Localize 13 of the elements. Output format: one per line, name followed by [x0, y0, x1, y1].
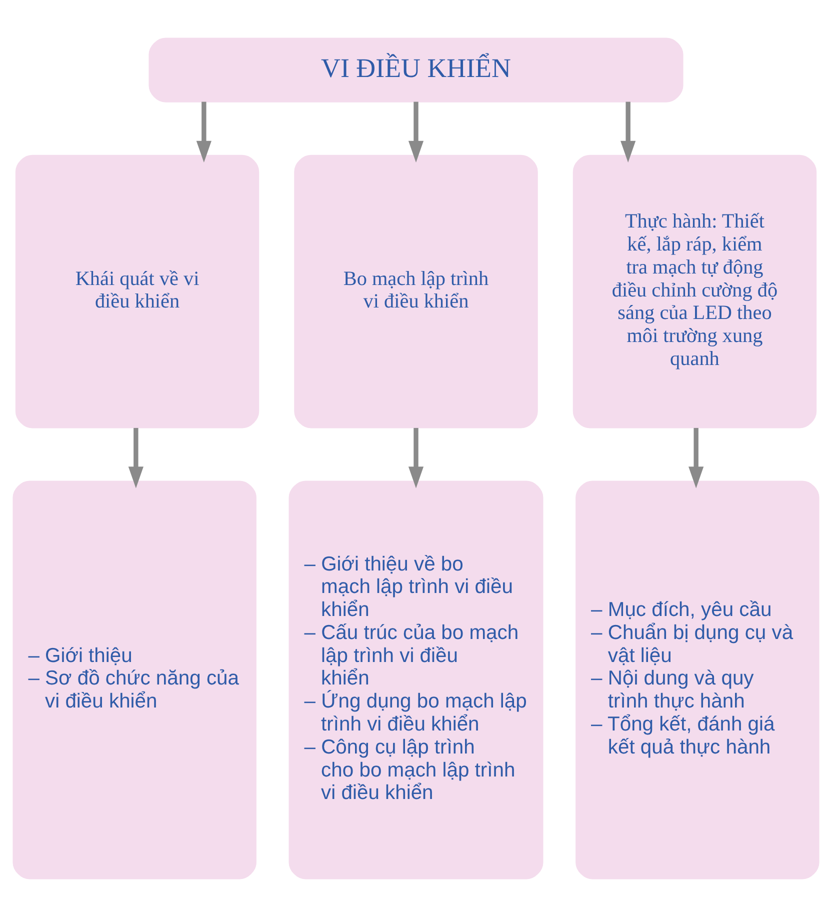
arrow [408, 427, 424, 488]
node-box: – Giới thiệu về bo mạch lập trình vi điều khiển – Cấu trúc của bo mạch lập trình vi điều khiển – Ứng dụng bo mạch lập trình vi điều khiển – Công cụ lập trình cho bo mạch lập trình vi điều khiển [288, 480, 544, 879]
node-box: VI ĐIỀU KHIỂN [148, 37, 684, 102]
node-box: Bo mạch lập trình vi điều khiển [294, 154, 538, 428]
node-box: Thực hành: Thiết kế, lắp ráp, kiểm tra mạch tự động điều chỉnh cường độ sáng của LED theo môi trường xung quanh [572, 154, 817, 428]
arrow [128, 427, 144, 488]
arrow [620, 101, 636, 162]
node-box: Khái quát về vi điều khiển [15, 154, 260, 428]
arrow [688, 427, 704, 488]
node-box: – Mục đích, yêu cầu – Chuẩn bị dụng cụ và vật liệu – Nội dung và quy trình thực hành – Tổng kết, đánh giá kết quả thực hành [576, 480, 820, 879]
node-box: – Giới thiệu – Sơ đồ chức năng của vi điều khiển [12, 480, 256, 879]
arrow [408, 101, 424, 162]
arrow [196, 101, 212, 162]
